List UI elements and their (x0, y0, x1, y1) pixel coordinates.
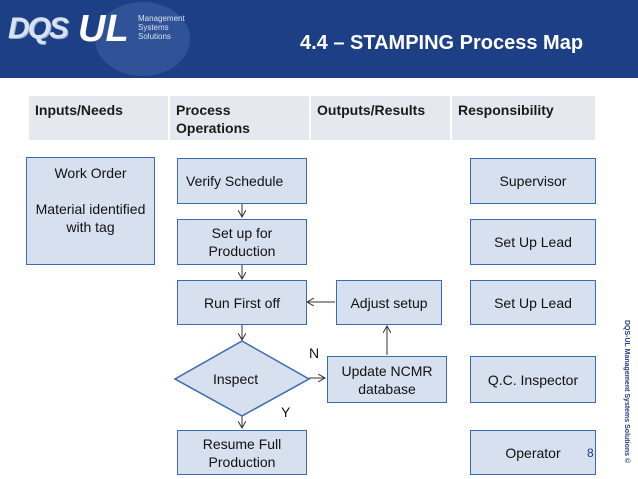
side-copyright-text: DQS-UL Management Systems Solutions © (623, 320, 630, 464)
inspect-diamond (173, 340, 311, 417)
globe-graphic (95, 2, 190, 76)
responsibility-setup-lead-2: Set Up Lead (470, 280, 596, 325)
column-header-outputs: Outputs/Results (311, 96, 450, 140)
decision-yes-label: Y (281, 404, 291, 420)
process-resume-production: Resume Full Production (177, 430, 307, 475)
logo-subtitle: Management Systems Solutions (138, 14, 185, 41)
responsibility-setup-lead-1: Set Up Lead (470, 219, 596, 265)
decision-no-label: N (309, 345, 320, 361)
page-title: 4.4 – STAMPING Process Map (300, 32, 584, 54)
column-header-inputs: Inputs/Needs (29, 96, 168, 140)
inputs-box: Work Order Material identified with tag (26, 157, 155, 265)
header-bar: DQS UL Management Systems Solutions 4.4 … (0, 0, 638, 78)
dqs-logo: DQS (8, 12, 69, 45)
input-work-order: Work Order (54, 165, 127, 181)
output-adjust-setup: Adjust setup (336, 280, 442, 325)
column-header-responsibility: Responsibility (452, 96, 595, 140)
input-material-tag: Material identified with tag (35, 201, 146, 235)
ul-logo: UL (78, 8, 129, 50)
output-update-ncmr: Update NCMR database (327, 356, 447, 403)
process-run-first-off: Run First off (177, 280, 307, 325)
responsibility-qc-inspector: Q.C. Inspector (470, 356, 596, 403)
process-verify-schedule: Verify Schedule (177, 158, 307, 204)
side-copyright: DQS-UL Management Systems Solutions © (616, 300, 636, 464)
process-setup-production: Set up for Production (177, 219, 307, 265)
responsibility-operator: Operator (470, 430, 596, 475)
page-number: 8 (587, 446, 594, 460)
decision-inspect-label: Inspect (213, 371, 259, 387)
column-header-process: Process Operations (170, 96, 309, 140)
responsibility-supervisor: Supervisor (470, 158, 596, 204)
